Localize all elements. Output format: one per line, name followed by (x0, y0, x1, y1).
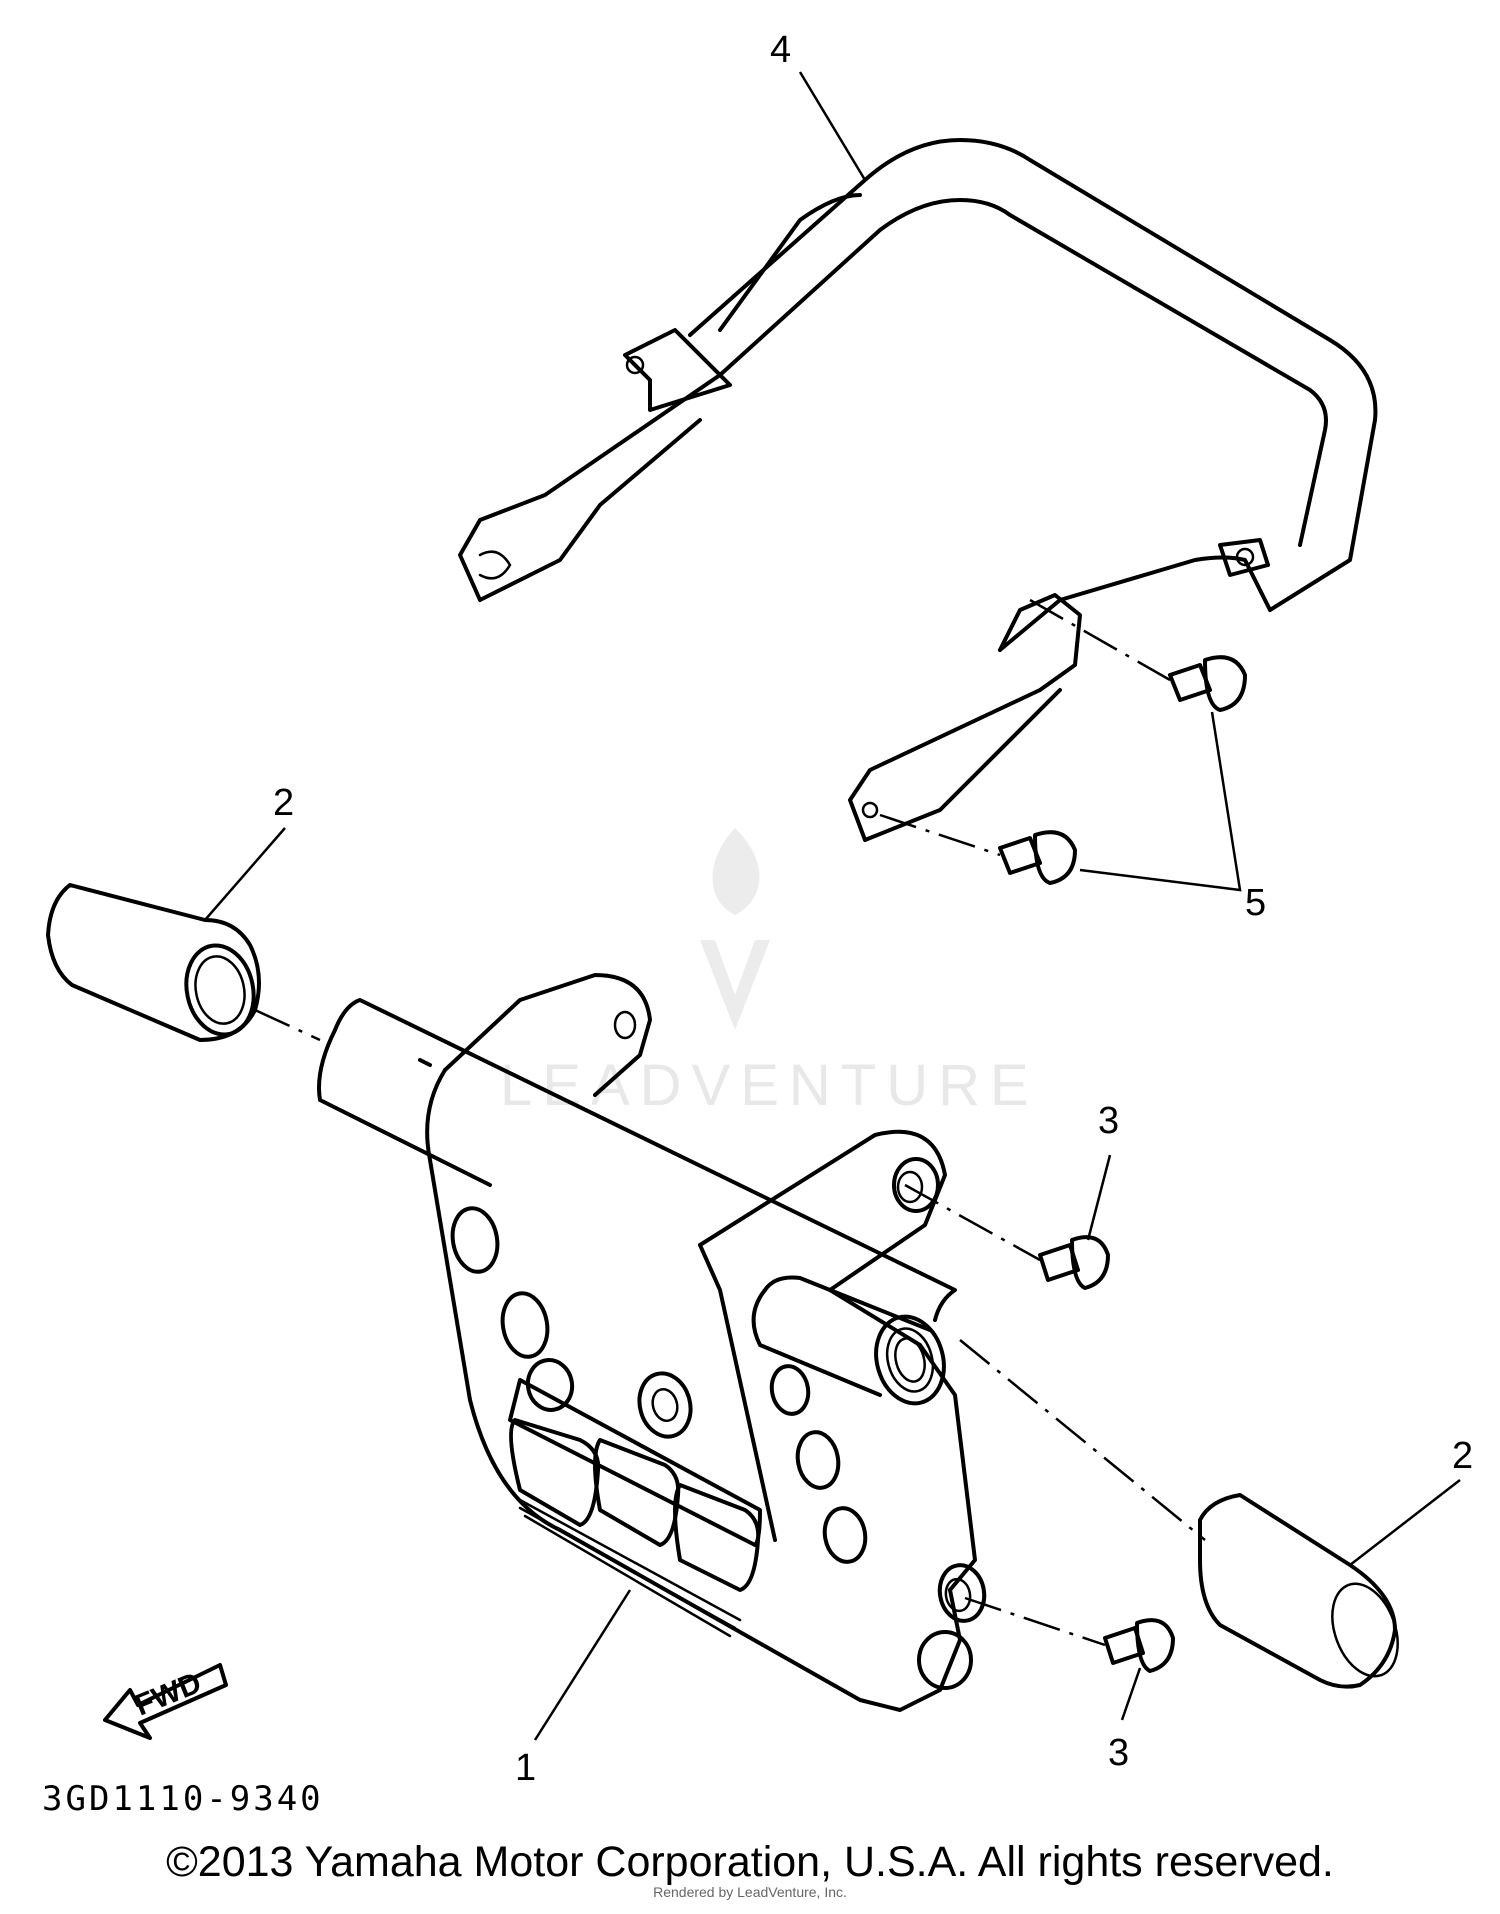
callout-5: 5 (1245, 882, 1266, 924)
part-2-end-cap-left (46, 883, 261, 1042)
callouts: 1 2 2 3 3 4 5 (273, 29, 1473, 1789)
part-5-bolt-lower (998, 830, 1077, 885)
part-3-screw-upper (1038, 1235, 1110, 1290)
callout-1: 1 (515, 1747, 536, 1789)
callout-2-right: 2 (1452, 1435, 1473, 1477)
watermark-logo: LEADVENTURE (500, 828, 1039, 1118)
part-3-screw-lower (1103, 1618, 1175, 1673)
callout-3-lower: 3 (1108, 1732, 1129, 1774)
diagram-part-number: 3GD1110-9340 (42, 1779, 324, 1819)
watermark-text: LEADVENTURE (500, 1053, 1039, 1118)
copyright-notice: ©2013 Yamaha Motor Corporation, U.S.A. A… (166, 1838, 1334, 1886)
fwd-arrow: FWD (103, 1663, 228, 1740)
rendered-by-note: Rendered by LeadVenture, Inc. (653, 1884, 847, 1900)
callout-4: 4 (770, 29, 791, 71)
leader-lines (204, 71, 1461, 1741)
part-1-front-guard (317, 973, 987, 1712)
part-4-grab-bar (458, 138, 1378, 842)
fwd-label: FWD (130, 1666, 206, 1722)
assembly-center-lines (254, 598, 1206, 1647)
part-5-bolt-upper (1168, 655, 1247, 712)
callout-3-upper: 3 (1098, 1100, 1119, 1142)
callout-2-left: 2 (273, 782, 294, 824)
part-2-end-cap-right (1198, 1493, 1399, 1689)
